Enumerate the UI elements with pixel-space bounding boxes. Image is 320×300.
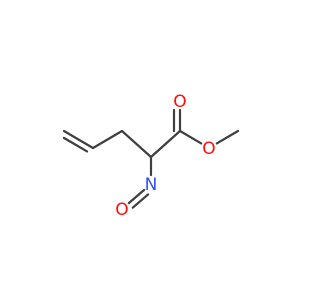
- atom-label-o3: O: [115, 200, 128, 220]
- bond-c5-o2: [178, 129, 203, 145]
- bond-c4-c5: [149, 129, 182, 159]
- atom-label-n1: N: [145, 175, 158, 195]
- bond-c1-c2: [62, 129, 95, 150]
- bond-c3-c4: [120, 129, 153, 159]
- bond-layer: [62, 108, 240, 209]
- atom-label-o2: O: [202, 139, 215, 159]
- bond-n1-o3-second-line: [131, 193, 150, 209]
- bond-n1-o3: [127, 188, 146, 205]
- bond-c1-c2-second-line: [62, 136, 89, 153]
- bond-o2-c6: [215, 129, 240, 145]
- bond-c2-c3: [91, 129, 124, 150]
- atom-label-o1: O: [173, 92, 186, 112]
